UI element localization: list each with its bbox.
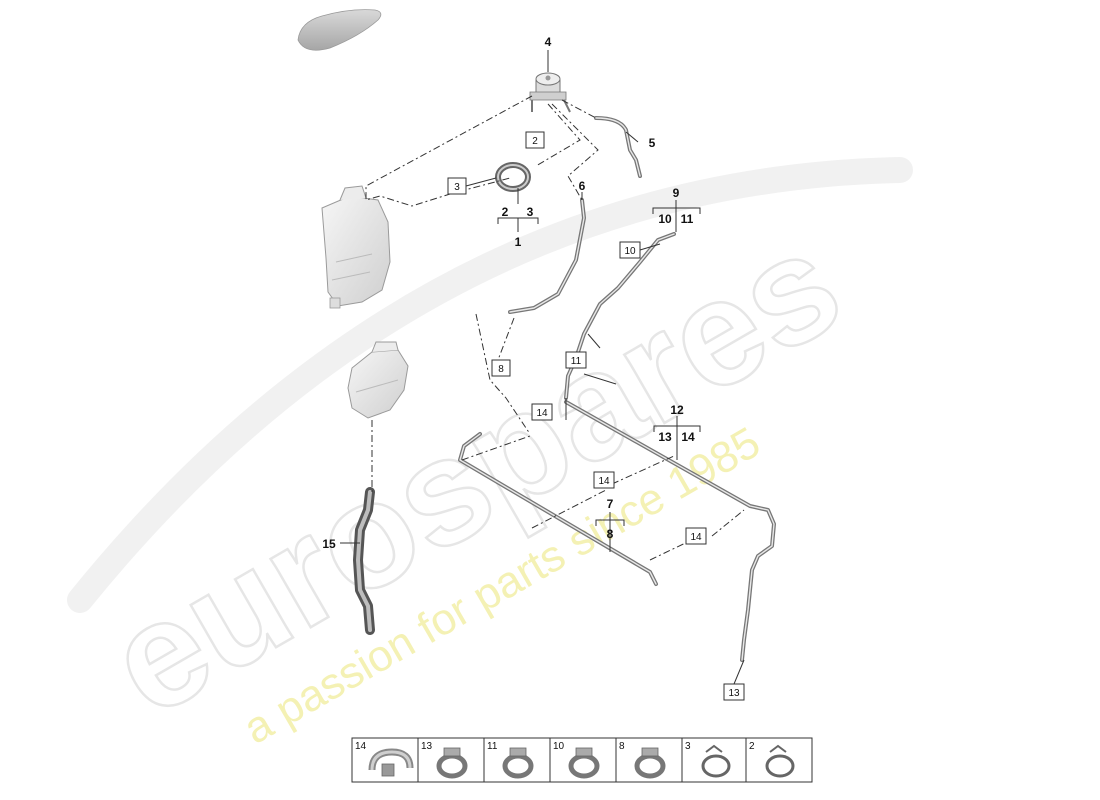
svg-text:3: 3 [454,182,460,193]
pipe-6 [508,198,586,314]
boxed-ref-2: 2 [525,131,545,149]
boxed-ref-10: 10 [619,241,641,259]
svg-text:8: 8 [498,364,504,375]
hose-clamp [495,162,531,192]
part-label-14: 14 [681,430,695,444]
bracket-part-7: 7 8 [595,497,625,552]
part-label-15: 15 [322,537,336,551]
svg-text:14: 14 [598,476,610,487]
legend-num-11: 11 [487,741,498,752]
svg-text:13: 13 [728,688,740,699]
legend-num-13: 13 [421,741,433,752]
expansion-tank [321,185,391,309]
part-label-4: 4 [545,35,552,49]
boxed-ref-3: 3 [447,177,467,195]
legend-num-3: 3 [685,741,691,752]
svg-text:14: 14 [690,532,702,543]
part-label-9: 9 [673,186,680,200]
hose-15 [353,487,375,635]
tank-lower-component [347,341,409,419]
svg-text:2: 2 [532,136,538,147]
clamp-legend: 14 13 11 10 8 3 [351,737,813,783]
part-label-6: 6 [579,179,586,193]
watermark: eurospares a passion for parts since 198… [67,157,913,754]
boxed-ref-8: 8 [491,359,511,377]
hose-5 [594,116,642,178]
svg-text:10: 10 [624,246,636,257]
boxed-ref-13: 13 [723,683,745,701]
clamp-band-icon [634,747,666,779]
clamp-wire-icon [765,744,795,778]
bracket-part-1: 2 3 1 [497,188,539,249]
pipe-7 [458,432,658,586]
pipe-9 [564,232,676,400]
legend-num-14: 14 [355,741,367,752]
clamp-wire-icon [701,744,731,778]
boxed-ref-14-a: 14 [531,403,553,421]
legend-num-10: 10 [553,741,565,752]
boxed-ref-11: 11 [565,351,587,369]
part-label-1: 1 [515,235,522,249]
boxed-ref-14-c: 14 [685,527,707,545]
car-silhouette-icon [297,9,382,51]
cap-valve [529,72,571,113]
svg-text:11: 11 [571,356,582,367]
part-label-3: 3 [527,205,534,219]
bracket-part-9: 9 10 11 [652,186,701,232]
clamp-spring-icon [368,748,414,777]
legend-num-2: 2 [749,741,755,752]
part-label-12: 12 [670,403,684,417]
part-label-11: 11 [681,212,694,226]
boxed-ref-14-b: 14 [593,471,615,489]
part-label-10: 10 [658,212,672,226]
clamp-band-icon [436,747,468,779]
part-label-5: 5 [649,136,656,150]
pipe-12 [564,400,776,662]
part-label-8: 8 [607,527,614,541]
part-label-2: 2 [502,205,509,219]
legend-num-8: 8 [619,741,625,752]
clamp-band-icon [568,747,600,779]
clamp-band-icon [502,747,534,779]
part-label-13: 13 [658,430,672,444]
svg-text:14: 14 [536,408,548,419]
part-label-7: 7 [607,497,614,511]
bracket-part-12: 12 13 14 [653,403,701,460]
